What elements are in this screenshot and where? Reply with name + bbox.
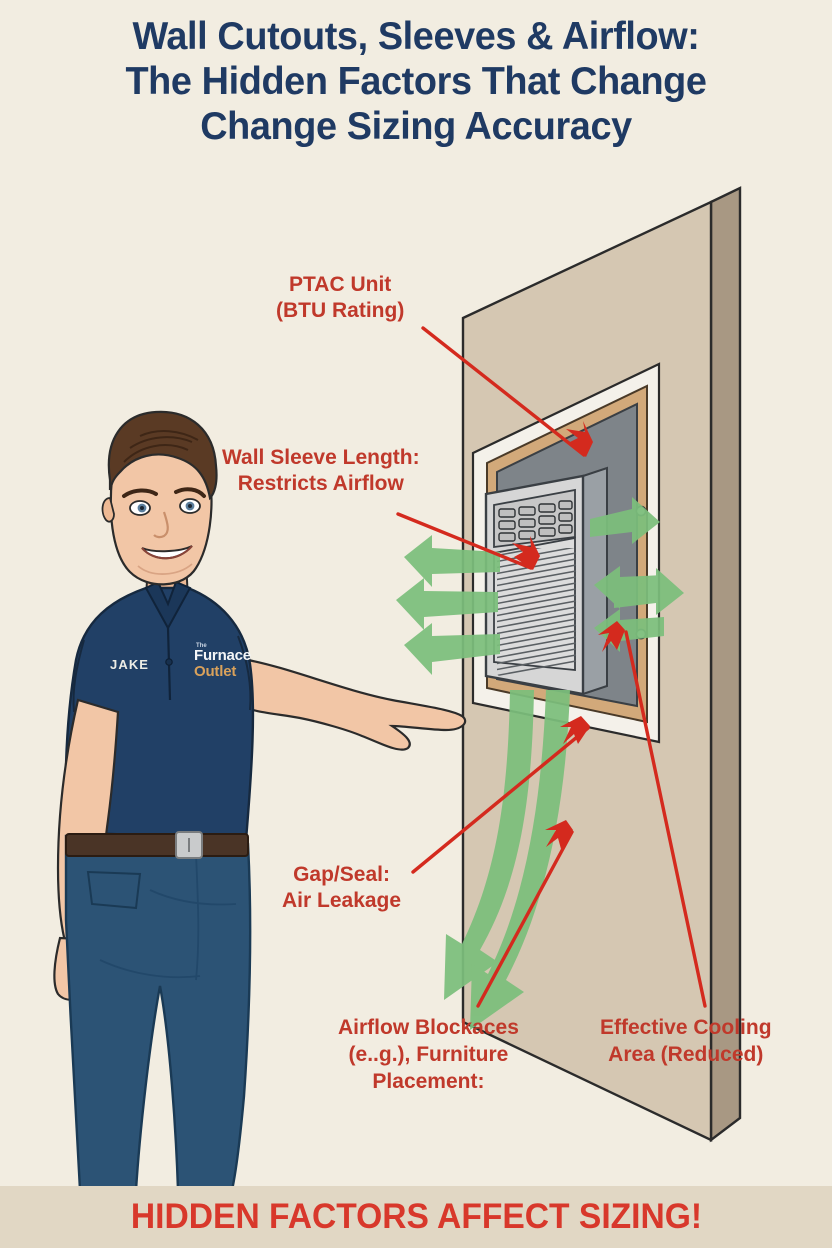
callout-block-line-2: (e..g.), Furniture	[348, 1043, 509, 1066]
ptac-unit	[484, 466, 608, 696]
furnace-outlet-logo: The Furnace Outlet	[194, 643, 251, 679]
callout-wall-sleeve: Wall Sleeve Length: Restricts Airflow	[222, 445, 420, 497]
callout-eff-line-1: Effective Cooling	[600, 1016, 772, 1039]
callout-gap-seal: Gap/Seal: Air Leakage	[282, 862, 401, 914]
technician-illustration	[53, 410, 467, 1192]
logo-outlet-text: Outlet	[194, 663, 237, 680]
page-title: Wall Cutouts, Sleeves & Airflow: The Hid…	[0, 14, 832, 149]
airflow-arrow-down-2	[470, 690, 570, 1030]
callout-ptac-unit: PTAC Unit (BTU Rating)	[276, 272, 404, 324]
wall-side-face	[709, 186, 742, 1143]
pointer-lines	[396, 326, 707, 1008]
callout-ptac-line-2: (BTU Rating)	[276, 299, 405, 322]
bottom-banner: HIDDEN FACTORS AFFECT SIZING!	[0, 1186, 832, 1248]
pointer-block	[476, 830, 574, 1008]
airflow-arrow-right-1	[590, 497, 660, 544]
callout-block-line-3: Placement:	[372, 1070, 485, 1093]
pointer-eff	[624, 630, 707, 1008]
pointer-ptac	[421, 326, 586, 457]
tech-ear	[101, 497, 115, 523]
tech-nose	[153, 511, 169, 539]
airflow-arrows	[396, 497, 684, 1030]
tech-sleeve-right	[237, 635, 252, 711]
tech-sleeve-left	[72, 639, 85, 713]
title-line-2: The Hidden Factors That Change	[125, 60, 707, 103]
tech-eyebrow-right	[174, 487, 206, 498]
airflow-arrow-left-1	[404, 535, 500, 587]
callout-block-line-1: Airflow Blockaces	[338, 1016, 519, 1039]
airflow-arrow-left-3	[404, 623, 500, 675]
tech-jeans	[64, 834, 252, 1192]
airflow-arrow-down-1	[444, 690, 534, 1000]
pointer-gap	[411, 726, 590, 874]
airflow-arrow-right-4	[614, 568, 684, 615]
tech-lip-line	[141, 545, 193, 560]
tech-right-arm	[240, 658, 467, 751]
banner-text: HIDDEN FACTORS AFFECT SIZING!	[130, 1197, 702, 1236]
callout-gap-line-1: Gap/Seal:	[293, 863, 390, 886]
logo-furnace-text: Furnace	[194, 647, 251, 664]
tech-shirt-button	[165, 658, 173, 666]
tech-belt	[65, 833, 249, 857]
tech-pupil-right	[188, 504, 192, 508]
callout-sleeve-line-2: Restricts Airflow	[237, 472, 404, 495]
tech-pupil-left	[140, 506, 144, 510]
title-line-1: Wall Cutouts, Sleeves & Airflow:	[132, 15, 700, 58]
callout-effective-cooling: Effective Cooling Area (Reduced)	[600, 1014, 772, 1068]
tech-name-tag: JAKE	[110, 657, 150, 672]
callout-gap-line-2: Air Leakage	[282, 889, 402, 912]
tech-hair	[107, 410, 218, 501]
logo-the-text: The	[196, 643, 207, 649]
callout-eff-line-2: Area (Reduced)	[608, 1043, 764, 1066]
callout-sleeve-line-1: Wall Sleeve Length:	[222, 446, 420, 469]
pointer-arrowheads	[512, 421, 625, 849]
tech-hair-strands	[123, 430, 199, 463]
tech-jeans-pocket	[86, 870, 142, 910]
pointer-sleeve	[396, 512, 533, 570]
tech-eyebrow-left	[122, 488, 158, 498]
ptac-control-buttons[interactable]	[498, 500, 573, 542]
title-line-3: Change Sizing Accuracy	[200, 105, 632, 148]
callout-airflow-blockage: Airflow Blockaces (e..g.), Furniture Pla…	[338, 1014, 519, 1095]
tech-jeans-stitching	[99, 853, 237, 981]
airflow-arrow-left-2	[396, 578, 498, 630]
callout-ptac-line-1: PTAC Unit	[289, 273, 392, 296]
tech-chin-shading	[137, 563, 193, 575]
